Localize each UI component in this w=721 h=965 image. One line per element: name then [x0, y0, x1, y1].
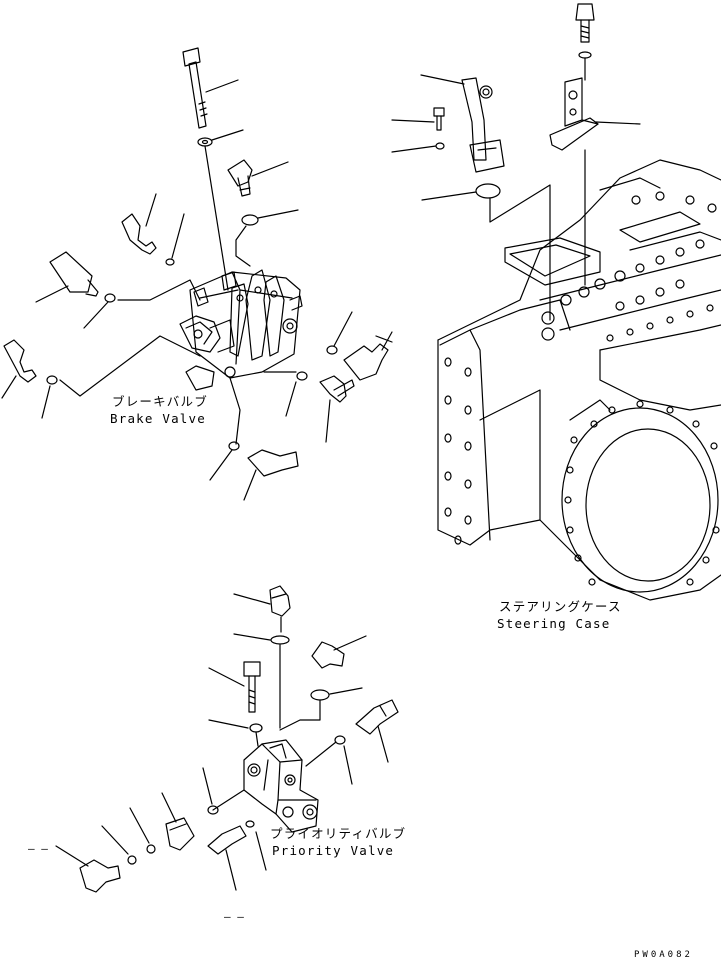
- top-flange-holes: [541, 191, 717, 342]
- brake-valve-label-jp: ブレーキバルブ: [112, 394, 208, 409]
- dash-mark-bottom: – –: [224, 910, 244, 923]
- priority-valve-label-jp: プライオリティバルブ: [270, 826, 406, 841]
- brake-valve-assembly: [1, 47, 393, 501]
- brake-valve-label-en: Brake Valve: [110, 411, 206, 426]
- steering-case-label-en: Steering Case: [497, 616, 610, 631]
- priority-valve-label-en: Priority Valve: [272, 843, 394, 858]
- priority-valve-assembly: [55, 585, 399, 893]
- steering-case-label-jp: ステアリングケース: [499, 599, 622, 614]
- dash-mark-left: – –: [28, 842, 48, 855]
- steering-case-hardware: [391, 3, 641, 321]
- bearing-bore: [561, 400, 720, 593]
- steering-case: [437, 159, 721, 601]
- drawing-code: PW0A082: [634, 950, 693, 960]
- side-face-holes: [444, 357, 472, 545]
